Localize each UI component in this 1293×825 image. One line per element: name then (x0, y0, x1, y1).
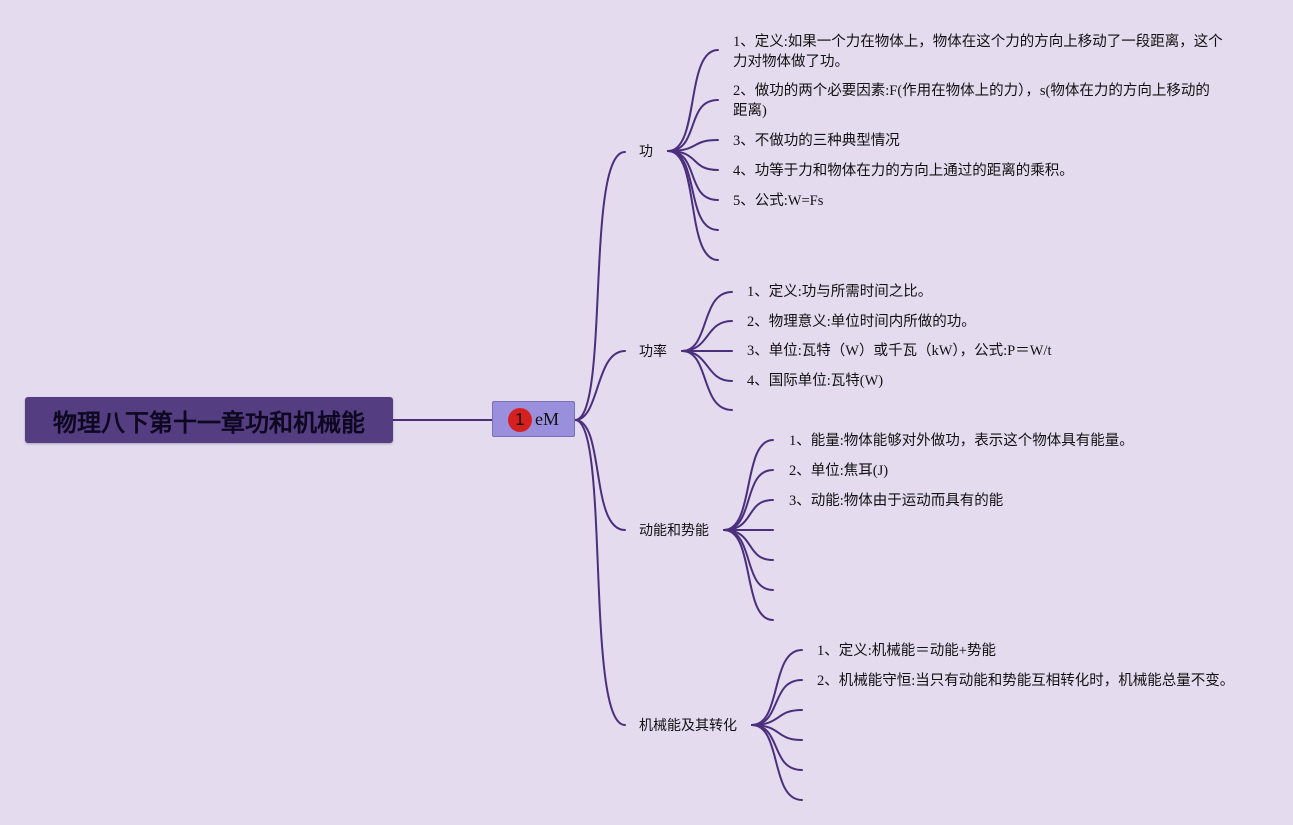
branch-gonglv[interactable]: 功率 (639, 344, 667, 360)
leaf-gong-1[interactable]: 1、定义:如果一个力在物体上，物体在这个力的方向上移动了一段距离，这个力对物体做… (733, 34, 1223, 70)
leaf-dongneng-2[interactable]: 2、单位:焦耳(J) (789, 463, 889, 479)
connector-hub-jixie (574, 419, 626, 726)
branch-jixieneng[interactable]: 机械能及其转化 (639, 718, 737, 734)
hub-node[interactable]: 1 eM (492, 401, 575, 437)
connector-hub-gonglv (574, 350, 626, 421)
leaf-gong-2[interactable]: 2、做功的两个必要因素:F(作用在物体上的力），s(物体在力的方向上移动的距离) (733, 83, 1210, 119)
branch-dongneng-shineng[interactable]: 动能和势能 (639, 523, 709, 539)
connector-hub-gong (574, 151, 626, 421)
leaf-gong-3[interactable]: 3、不做功的三种典型情况 (733, 133, 900, 149)
leaf-gonglv-4[interactable]: 4、国际单位:瓦特(W) (747, 373, 884, 389)
hub-label: eM (535, 409, 559, 429)
root-topic-label: 物理八下第十一章功和机械能 (53, 408, 365, 437)
leaf-dongneng-1[interactable]: 1、能量:物体能够对外做功，表示这个物体具有能量。 (789, 433, 1134, 449)
leaf-jixieneng-2[interactable]: 2、机械能守恒:当只有动能和势能互相转化时，机械能总量不变。 (817, 673, 1235, 689)
connector-hub-dongneng (574, 419, 626, 531)
leaf-gong-4[interactable]: 4、功等于力和物体在力的方向上通过的距离的乘积。 (733, 163, 1074, 179)
number-badge-icon: 1 (508, 408, 532, 432)
leaf-gonglv-1[interactable]: 1、定义:功与所需时间之比。 (747, 284, 933, 300)
leaf-gong-5[interactable]: 5、公式:W=Fs (733, 193, 824, 209)
root-topic[interactable]: 物理八下第十一章功和机械能 (25, 397, 393, 443)
leaf-gonglv-3[interactable]: 3、单位:瓦特（W）或千瓦（kW），公式:P＝W/t (747, 343, 1052, 359)
leaf-gonglv-2[interactable]: 2、物理意义:单位时间内所做的功。 (747, 314, 976, 330)
leaf-dongneng-3[interactable]: 3、动能:物体由于运动而具有的能 (789, 493, 1004, 509)
leaf-jixieneng-1[interactable]: 1、定义:机械能＝动能+势能 (817, 643, 996, 659)
branch-gong[interactable]: 功 (639, 144, 653, 160)
